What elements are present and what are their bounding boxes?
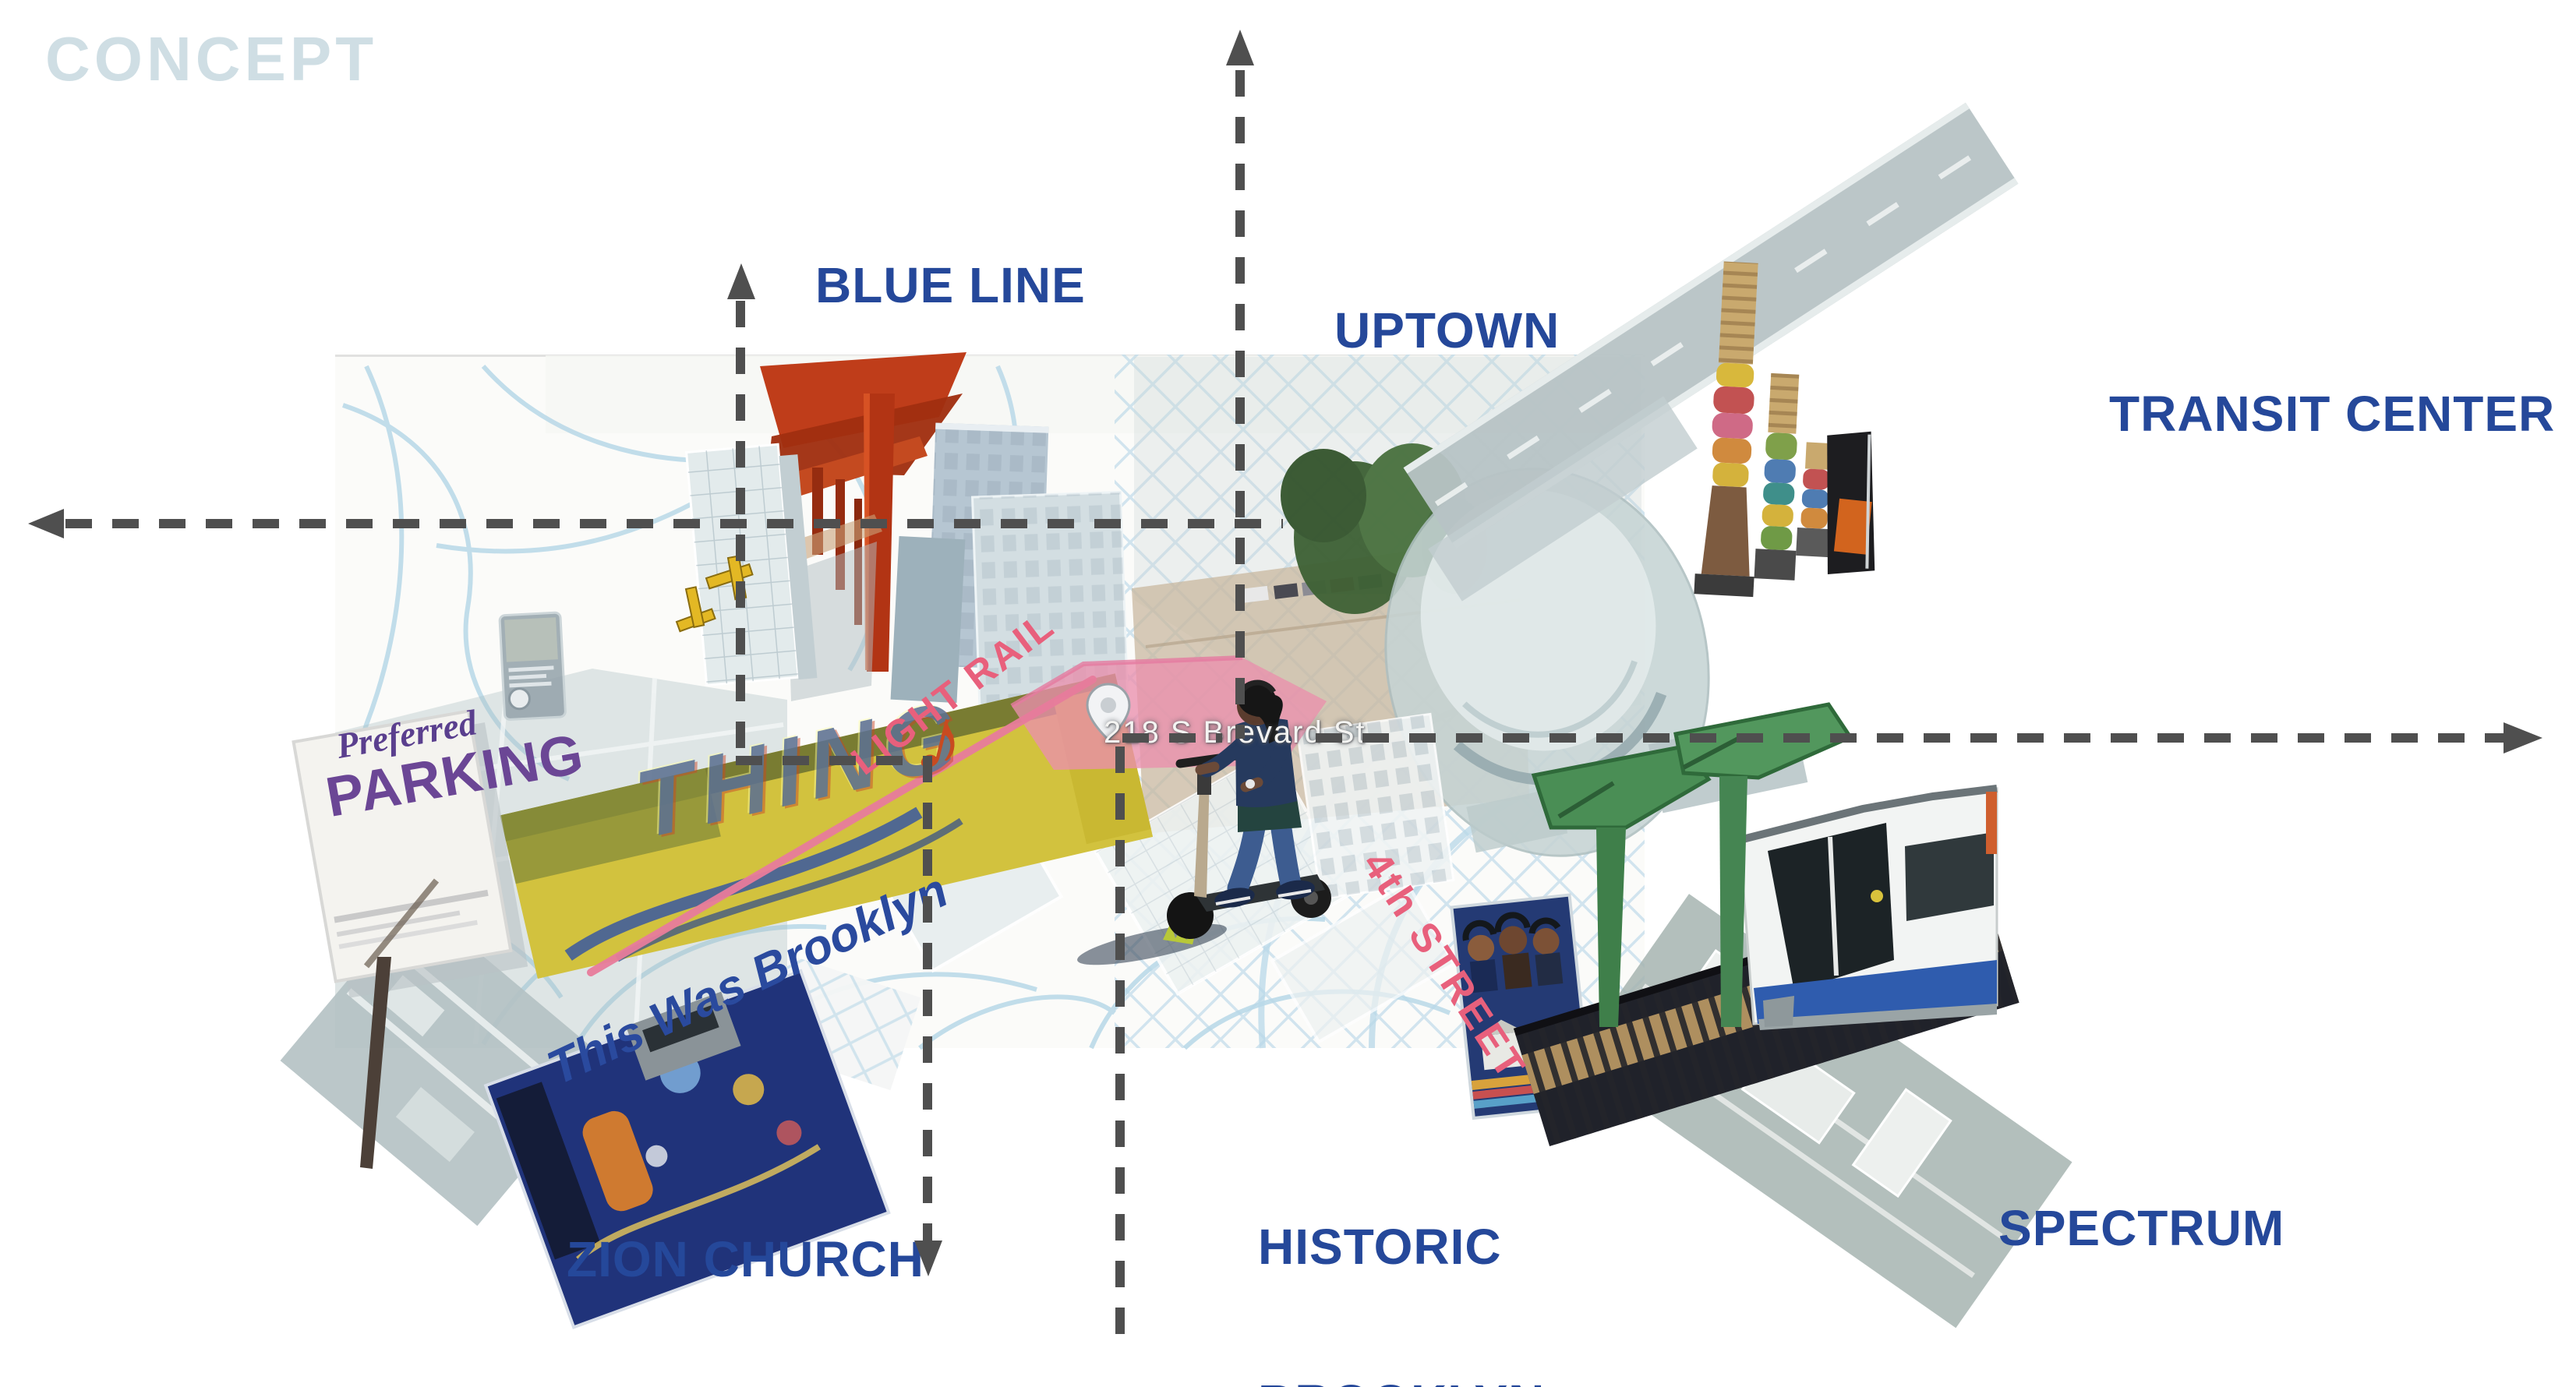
zion-dashed-vertical (923, 756, 932, 1241)
lattice-tower (684, 443, 818, 687)
totem-column-2 (1754, 372, 1800, 581)
sign-pole (360, 957, 391, 1169)
label-transit-center: TRANSIT CENTER (2109, 386, 2556, 442)
axis-arrowhead-up (1226, 30, 1254, 65)
axis-arrowhead-left (28, 509, 64, 538)
scooter-rider-photo (1077, 679, 1331, 965)
zion-dashed-jog (736, 756, 932, 765)
totem-column-3 (1796, 442, 1830, 558)
axis-east-dashed-line-a (1122, 733, 1222, 743)
label-historic-line2: BROOKLYN (1258, 1377, 1545, 1387)
label-historic-brooklyn: HISTORIC BROOKLYN (1258, 1117, 1545, 1387)
map-pin-icon (1086, 683, 1131, 742)
page-title: CONCEPT (45, 24, 378, 94)
white-grid-tower (1295, 712, 1455, 901)
parking-sign-photo (292, 709, 528, 1169)
site-dashed-vertical (1115, 746, 1125, 1343)
blue-line-arrowhead-up (727, 263, 755, 299)
train-photo (1738, 785, 1998, 1030)
label-blue-line: BLUE LINE (815, 257, 1086, 313)
zion-arrowhead-down (914, 1241, 942, 1276)
totem-columns-photo (1694, 261, 1875, 598)
totem-column-1 (1694, 261, 1758, 598)
label-uptown: UPTOWN (1334, 302, 1560, 358)
totem-banner-panel (1827, 431, 1875, 575)
light-rail-line (587, 676, 1097, 976)
road-strip-secondary (1428, 396, 1698, 602)
glass-tower-c (890, 535, 966, 704)
blue-mural-photo (483, 969, 891, 1329)
label-spectrum: SPECTRUM (1998, 1200, 2285, 1256)
blue-line-dashed-vertical (736, 301, 745, 761)
axis-east-dashed-line-b (1316, 733, 2505, 743)
label-zion-church: ZION CHURCH (567, 1231, 924, 1287)
map-address-label: 218 S Brevard St (1104, 715, 1366, 750)
label-historic-line1: HISTORIC (1258, 1219, 1502, 1276)
axis-arrowhead-right (2504, 722, 2542, 753)
axis-west-dashed-line (65, 519, 1283, 528)
small-sign-photo (498, 611, 567, 721)
axis-north-dashed-line (1235, 70, 1245, 739)
